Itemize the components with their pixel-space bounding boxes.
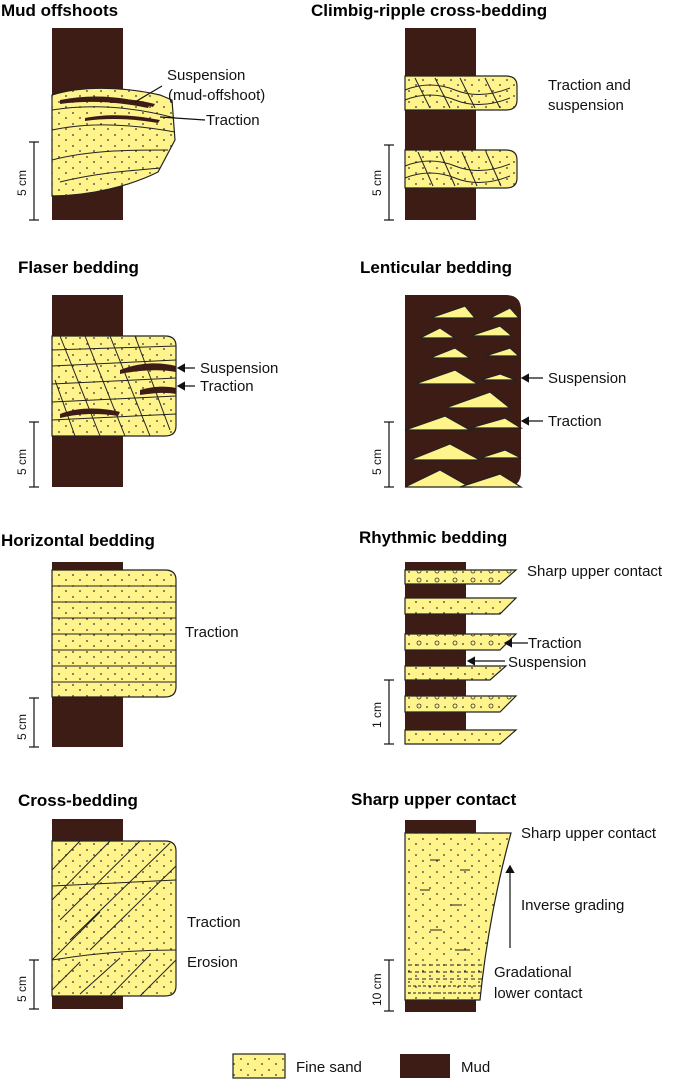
scale-bar-label: 10 cm [370,973,384,1006]
mud-column [405,295,521,487]
label-traction: Traction [206,112,260,129]
panel-title: Cross-bedding [18,791,138,810]
scale-bar-label: 5 cm [370,170,384,196]
legend-label-mud: Mud [461,1059,490,1076]
label-suspension: Suspension [167,67,245,84]
panel-sharp-upper-contact: Sharp upper contact Sharp upper contact … [351,790,657,1012]
scale-bar-label: 5 cm [15,449,29,475]
scale-bar-label: 5 cm [370,449,384,475]
mud-column [405,562,466,744]
scale-bar-label: 5 cm [15,976,29,1002]
panel-title: Climbig-ripple cross-bedding [311,1,547,20]
label-traction: Traction [187,914,241,931]
label-sharp-upper-contact: Sharp upper contact [521,825,657,842]
panel-flaser: Flaser bedding Suspension Traction 5 cm [15,258,278,488]
label-suspension: Suspension [548,370,626,387]
panel-cross-bedding: Cross-bedding Traction Erosion 5 cm [15,791,241,1010]
legend-label-sand: Fine sand [296,1059,362,1076]
panel-title: Flaser bedding [18,258,139,277]
label-traction: Traction [548,413,602,430]
legend: Fine sand Mud [232,1053,490,1079]
mud-column [405,28,476,220]
label-lower-contact: lower contact [494,985,583,1002]
scale-bar-label: 5 cm [15,170,29,196]
panel-title: Mud offshoots [1,1,118,20]
label-traction: Traction [528,635,582,652]
label-suspension: Suspension [200,360,278,377]
panel-mud-offshoots: Mud offshoots Suspension (mud-offshoot) … [1,1,265,221]
scale-bar-label: 1 cm [370,702,384,728]
panel-title: Horizontal bedding [1,531,155,550]
label-traction: Traction [185,624,239,641]
label-suspension: Suspension [508,654,586,671]
label-inverse-grading: Inverse grading [521,897,624,914]
panel-title: Sharp upper contact [351,790,517,809]
panel-climbing-ripple: Climbig-ripple cross-bedding Traction an… [311,1,631,221]
label-suspension: suspension [548,97,624,114]
label-erosion: Erosion [187,954,238,971]
label-sharp-upper-contact: Sharp upper contact [527,563,663,580]
label-traction: Traction [200,378,254,395]
label-mud-offshoot: (mud-offshoot) [168,87,265,104]
scale-bar-label: 5 cm [15,714,29,740]
legend-swatch-mud [400,1054,450,1078]
label-traction-and: Traction and [548,77,631,94]
panel-title: Lenticular bedding [360,258,512,277]
panel-rhythmic: Rhythmic bedding Sharp upper contact Tra… [359,528,663,745]
panel-title: Rhythmic bedding [359,528,507,547]
label-gradational: Gradational [494,964,572,981]
panel-horizontal: Horizontal bedding Traction 5 cm [1,531,239,748]
panel-lenticular: Lenticular bedding Suspension Traction 5… [360,258,626,488]
